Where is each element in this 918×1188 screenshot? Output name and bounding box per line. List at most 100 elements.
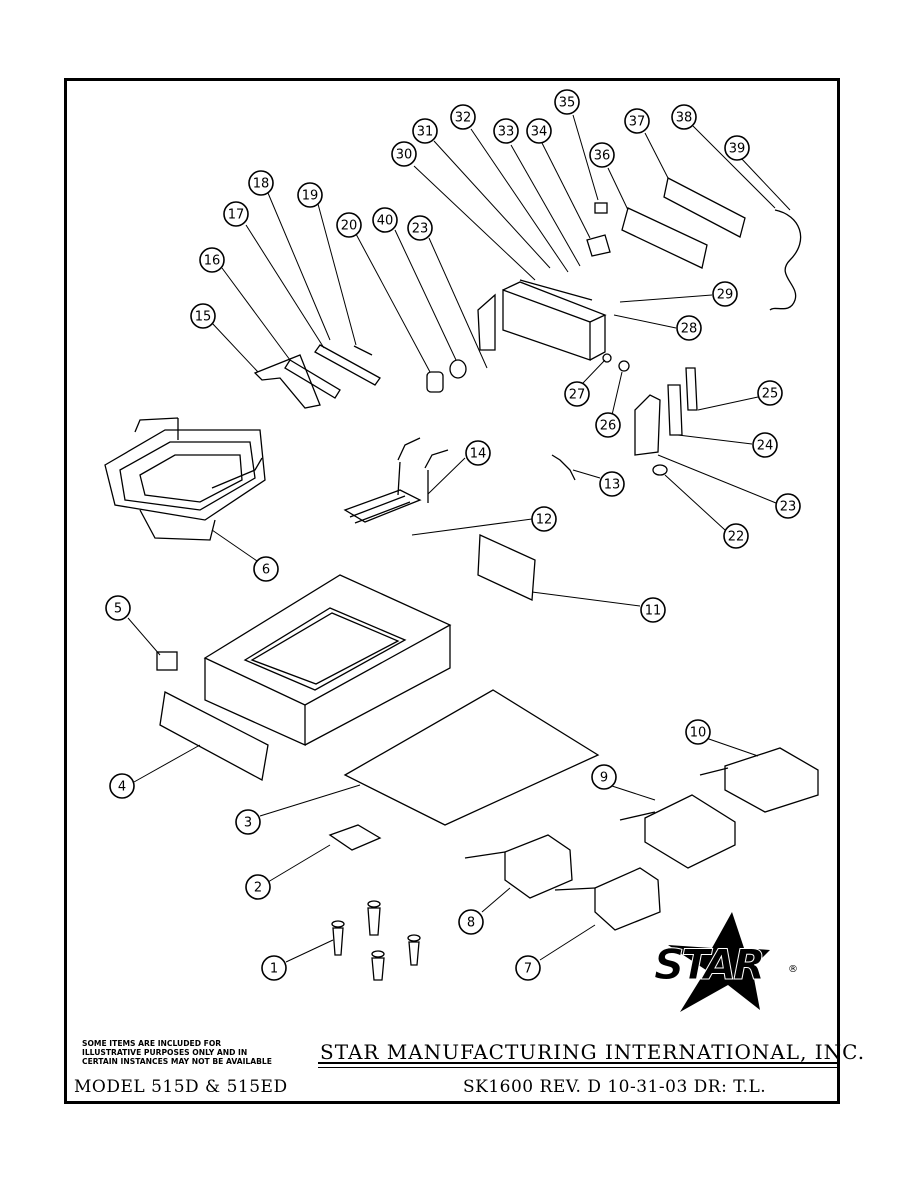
callout-circle	[724, 135, 750, 161]
callout-circle	[671, 104, 697, 130]
bracket-part	[586, 234, 611, 257]
callout-15: 15	[190, 303, 216, 329]
title-rule-thin	[318, 1067, 838, 1068]
callout-11: 11	[640, 597, 666, 623]
callout-38: 38	[671, 104, 697, 130]
callout-number: 14	[470, 447, 487, 462]
control-box-part	[477, 279, 607, 361]
callout-circle	[253, 556, 279, 582]
side-plate-part	[477, 534, 536, 601]
callout-number: 37	[629, 115, 646, 130]
callout-number: 6	[262, 563, 270, 578]
callout-number: 38	[676, 111, 693, 126]
nut-part	[618, 360, 630, 372]
callout-circle	[526, 118, 552, 144]
callout-circle	[712, 281, 738, 307]
foot-part	[652, 464, 668, 476]
callout-number: 15	[195, 310, 212, 325]
callout-number: 27	[569, 388, 586, 403]
callout-16: 16	[199, 247, 225, 273]
callout-number: 35	[559, 96, 576, 111]
callout-number: 36	[594, 149, 611, 164]
callout-number: 39	[729, 142, 746, 157]
callout-circle	[676, 315, 702, 341]
callout-27: 27	[564, 381, 590, 407]
callout-circle	[531, 506, 557, 532]
callout-37: 37	[624, 108, 650, 134]
bushing-part	[602, 353, 612, 363]
relay-part	[594, 202, 608, 214]
callout-number: 16	[204, 254, 221, 269]
callout-number: 13	[604, 478, 621, 493]
callout-3: 3	[235, 809, 261, 835]
callout-19: 19	[297, 182, 323, 208]
callout-circle	[372, 207, 398, 233]
legs-part	[331, 900, 421, 981]
probe-part	[551, 454, 576, 481]
callout-number: 9	[600, 771, 608, 786]
callout-number: 5	[114, 602, 122, 617]
callout-number: 29	[717, 288, 734, 303]
drawing-frame	[64, 78, 840, 1104]
rod-part	[284, 359, 341, 399]
basket-hanger-part	[253, 354, 321, 409]
callout-circle	[391, 141, 417, 167]
front-panel-part	[159, 691, 269, 782]
callout-5: 5	[105, 595, 131, 621]
callout-circle	[595, 412, 621, 438]
callout-number: 10	[690, 726, 707, 741]
callout-35: 35	[554, 89, 580, 115]
callout-circle	[248, 170, 274, 196]
callout-circle	[599, 471, 625, 497]
callout-layer: 1234567891011121314151617181920222323242…	[105, 89, 801, 981]
callout-number: 30	[396, 148, 413, 163]
callout-7: 7	[515, 955, 541, 981]
callout-32: 32	[450, 104, 476, 130]
callout-circle	[554, 89, 580, 115]
callout-31: 31	[412, 118, 438, 144]
callout-circle	[223, 201, 249, 227]
callout-circle	[515, 955, 541, 981]
callout-17: 17	[223, 201, 249, 227]
callout-circle	[109, 773, 135, 799]
callout-circle	[245, 874, 271, 900]
callout-10: 10	[685, 719, 711, 745]
dial-part	[449, 359, 467, 379]
note-line-2: ILLUSTRATIVE PURPOSES ONLY AND IN	[82, 1048, 248, 1057]
callout-9: 9	[591, 764, 617, 790]
callout-number: 26	[600, 419, 617, 434]
drip-pan-part	[104, 417, 266, 541]
callout-22: 22	[723, 523, 749, 549]
rod-part-2	[314, 344, 381, 386]
callout-number: 22	[728, 530, 745, 545]
bottom-panel-part	[343, 689, 600, 826]
callout-number: 1	[270, 962, 278, 977]
callout-number: 23	[780, 500, 797, 515]
callout-number: 8	[467, 916, 475, 931]
power-cord-part	[769, 209, 802, 311]
callout-circle	[757, 380, 783, 406]
callout-12: 12	[531, 506, 557, 532]
callout-circle	[723, 523, 749, 549]
callout-circle	[589, 142, 615, 168]
callout-36: 36	[589, 142, 615, 168]
callout-number: 40	[377, 214, 394, 229]
leader-lines	[127, 114, 791, 963]
fry-baskets-part	[464, 747, 819, 931]
callout-number: 4	[118, 780, 126, 795]
callout-29: 29	[712, 281, 738, 307]
callout-number: 20	[341, 219, 358, 234]
star-logo-text: STAR	[653, 940, 766, 990]
callout-circle	[336, 212, 362, 238]
callout-1: 1	[261, 955, 287, 981]
callout-13: 13	[599, 471, 625, 497]
callout-circle	[465, 440, 491, 466]
callout-circle	[407, 215, 433, 241]
callout-number: 11	[645, 604, 662, 619]
note-line-1: SOME ITEMS ARE INCLUDED FOR	[82, 1039, 222, 1048]
callout-number: 18	[253, 177, 270, 192]
star-logo-shape	[668, 912, 770, 1012]
callout-number: 28	[681, 322, 698, 337]
fryer-body-part	[203, 574, 452, 747]
